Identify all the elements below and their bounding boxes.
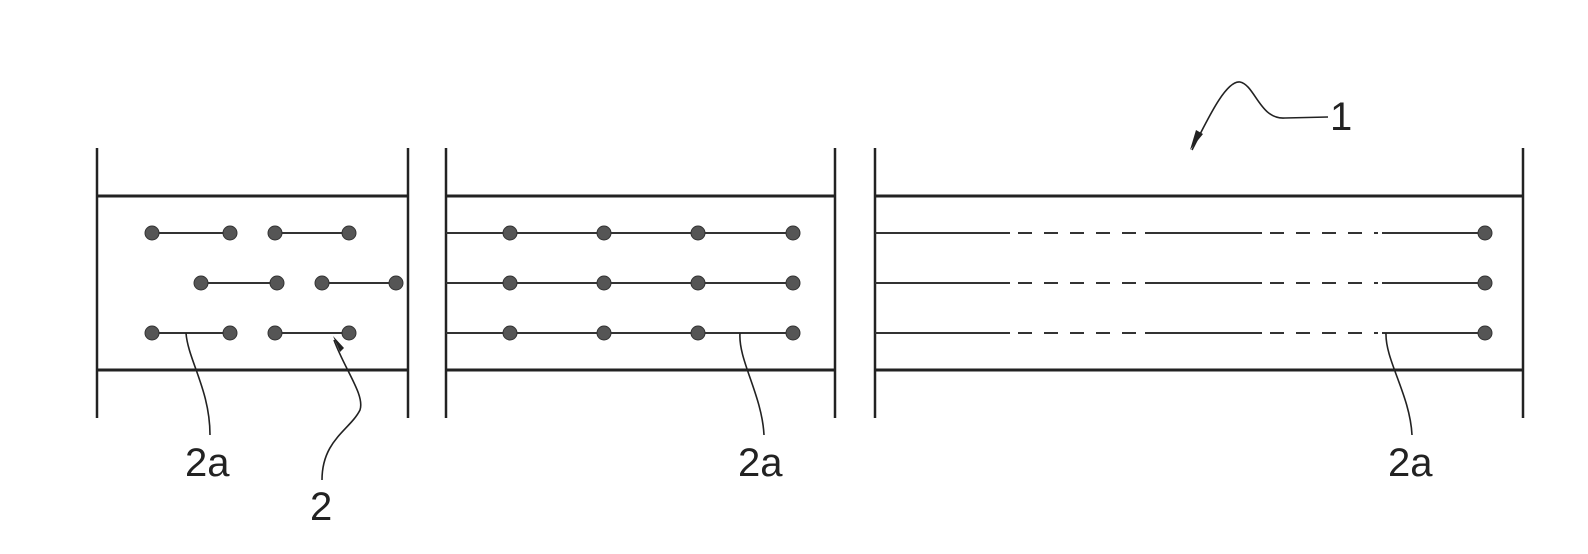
segment-row-2 xyxy=(193,275,404,291)
segment-row-1 xyxy=(144,225,357,241)
panel-continuous-dotted: 2a xyxy=(444,148,837,485)
wire-row-3 xyxy=(446,325,801,341)
panel-long-wires: 2a 1 xyxy=(873,81,1525,485)
leader-2a-right xyxy=(1385,332,1413,436)
leader-2a-middle xyxy=(739,332,765,436)
leader-2 xyxy=(321,339,362,481)
label-2a-middle: 2a xyxy=(738,441,783,485)
wire-row-1 xyxy=(446,225,801,241)
label-1: 1 xyxy=(1330,95,1352,139)
long-wire-row-3 xyxy=(875,325,1493,341)
long-wire-row-1 xyxy=(875,225,1493,241)
arrow-head-1 xyxy=(1190,130,1203,150)
label-2: 2 xyxy=(310,485,332,529)
segment-row-3 xyxy=(144,325,357,341)
leader-1 xyxy=(1191,81,1329,151)
wire-row-2 xyxy=(446,275,801,291)
panel-short-segments: 2a 2 xyxy=(95,148,410,529)
arrow-head-2 xyxy=(333,336,344,352)
long-wire-row-2 xyxy=(875,275,1493,291)
leader-2a-left xyxy=(185,332,211,436)
label-2a-left: 2a xyxy=(185,441,230,485)
label-2a-right: 2a xyxy=(1388,441,1433,485)
